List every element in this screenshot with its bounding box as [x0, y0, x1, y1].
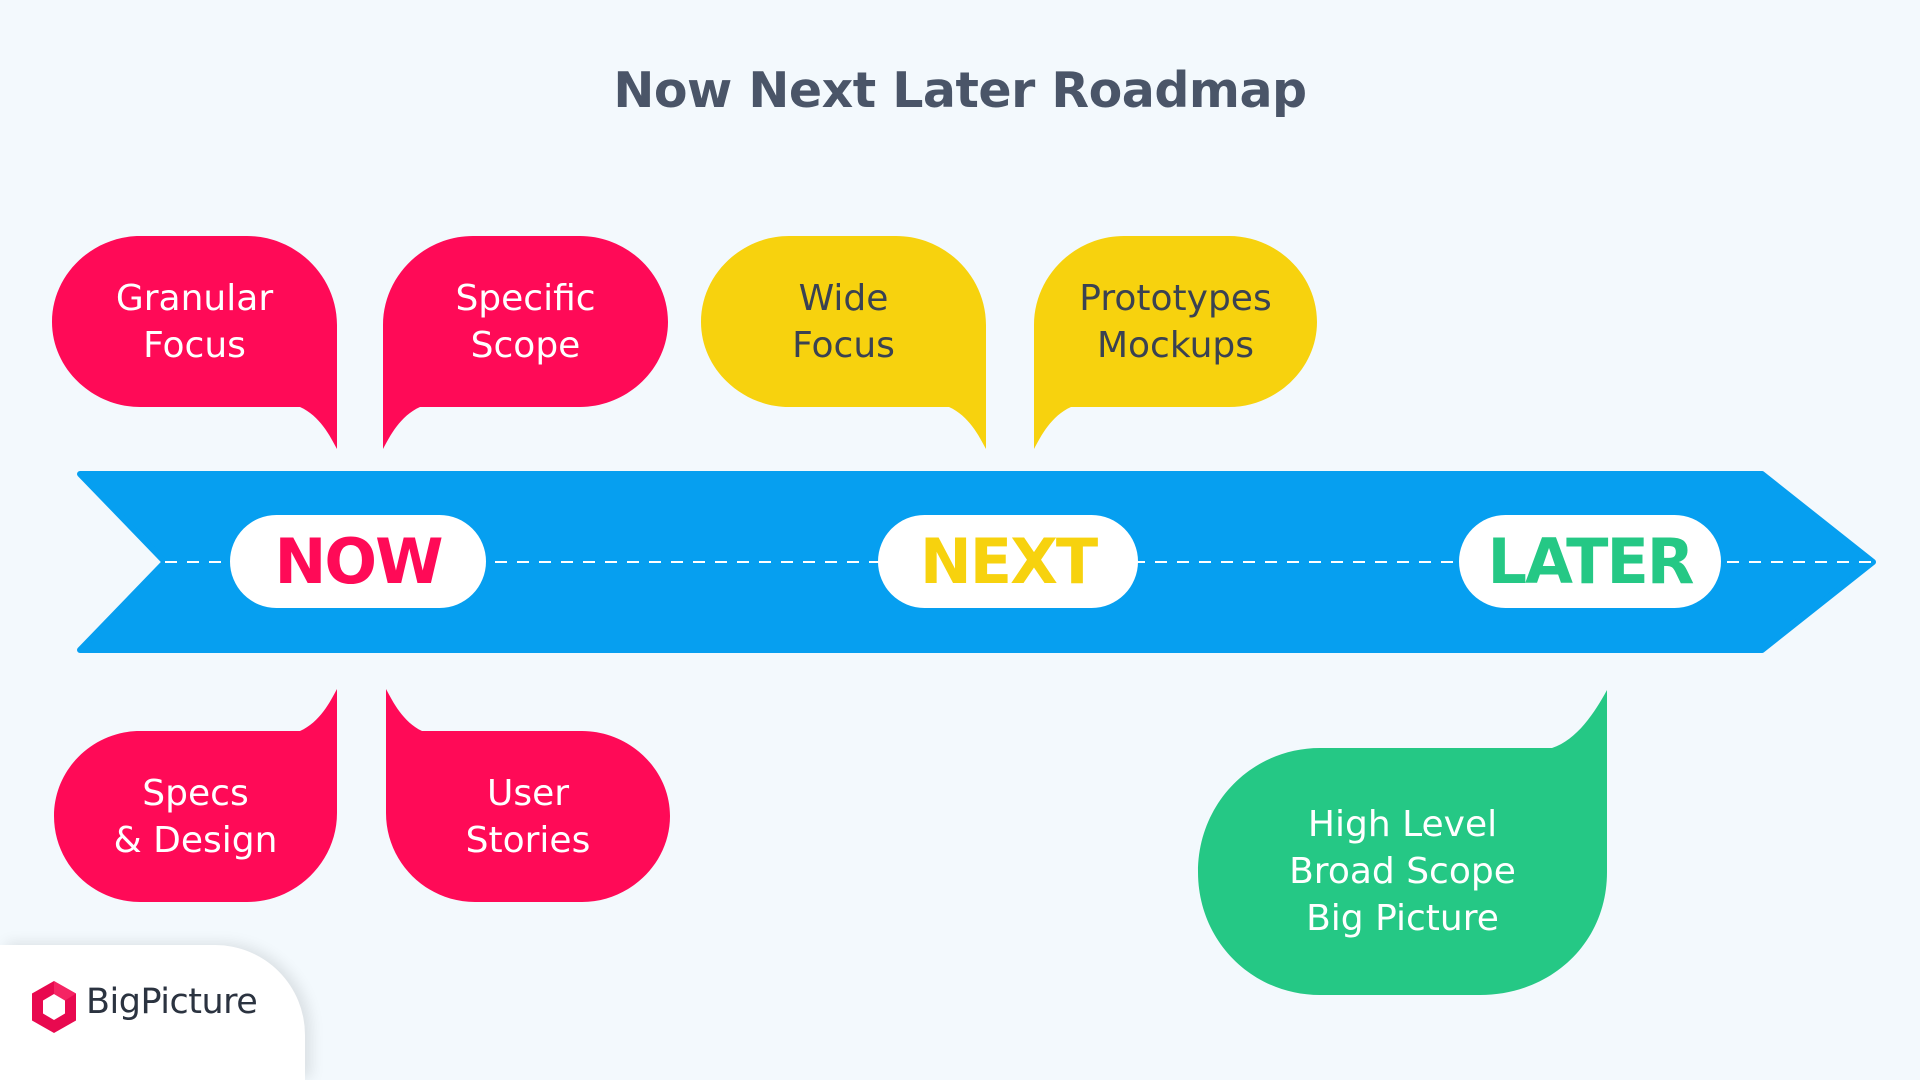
- bubble-line: Big Picture: [1306, 898, 1499, 939]
- bubble-line: Prototypes: [1079, 277, 1272, 319]
- later-pill: [1459, 515, 1721, 608]
- bubble-line: Focus: [792, 324, 895, 366]
- bubble-line: & Design: [113, 819, 278, 861]
- bubble-now-top-2: [383, 236, 668, 449]
- bubble-line: Wide: [798, 277, 889, 319]
- page-title: Now Next Later Roadmap: [613, 62, 1307, 119]
- hexagon-logo-icon: [32, 981, 76, 1033]
- bubble-line: Broad Scope: [1289, 851, 1516, 892]
- bubble-now-top-1: [52, 236, 337, 449]
- bubble-later-bottom-1: [1198, 690, 1607, 995]
- bubble-text-next-top-2: Prototypes Mockups: [1034, 236, 1317, 407]
- logo-text: BigPicture: [86, 982, 258, 1022]
- bubble-line: Stories: [465, 819, 591, 861]
- bubble-text-next-top-1: Wide Focus: [701, 236, 986, 407]
- stage-label-later: LATER: [1487, 525, 1694, 598]
- bubble-line: Specific: [455, 277, 596, 319]
- bubble-now-bottom-2: [386, 689, 670, 902]
- bubble-line: Scope: [470, 324, 581, 366]
- bubble-next-top-1: [701, 236, 986, 449]
- bubble-now-bottom-1: [54, 689, 337, 902]
- bubble-line: Granular: [115, 277, 274, 319]
- bubble-line: User: [486, 772, 570, 814]
- bubble-text-now-top-2: Specific Scope: [383, 236, 668, 407]
- stage-label-now: NOW: [274, 525, 444, 598]
- bubble-next-top-2: [1034, 236, 1317, 449]
- bubble-text-now-bottom-2: User Stories: [386, 731, 670, 902]
- now-pill: [230, 515, 486, 608]
- bubble-line: Mockups: [1096, 324, 1255, 366]
- next-pill: [878, 515, 1138, 608]
- stage-label-next: NEXT: [919, 525, 1098, 598]
- bubble-text-later-bottom-1: High Level Broad Scope Big Picture: [1198, 748, 1607, 995]
- bubble-line: Specs: [142, 772, 249, 814]
- bubble-line: Focus: [143, 324, 246, 366]
- bubble-line: High Level: [1307, 804, 1498, 845]
- bubble-text-now-top-1: Granular Focus: [52, 236, 337, 407]
- bubble-text-now-bottom-1: Specs & Design: [54, 731, 337, 902]
